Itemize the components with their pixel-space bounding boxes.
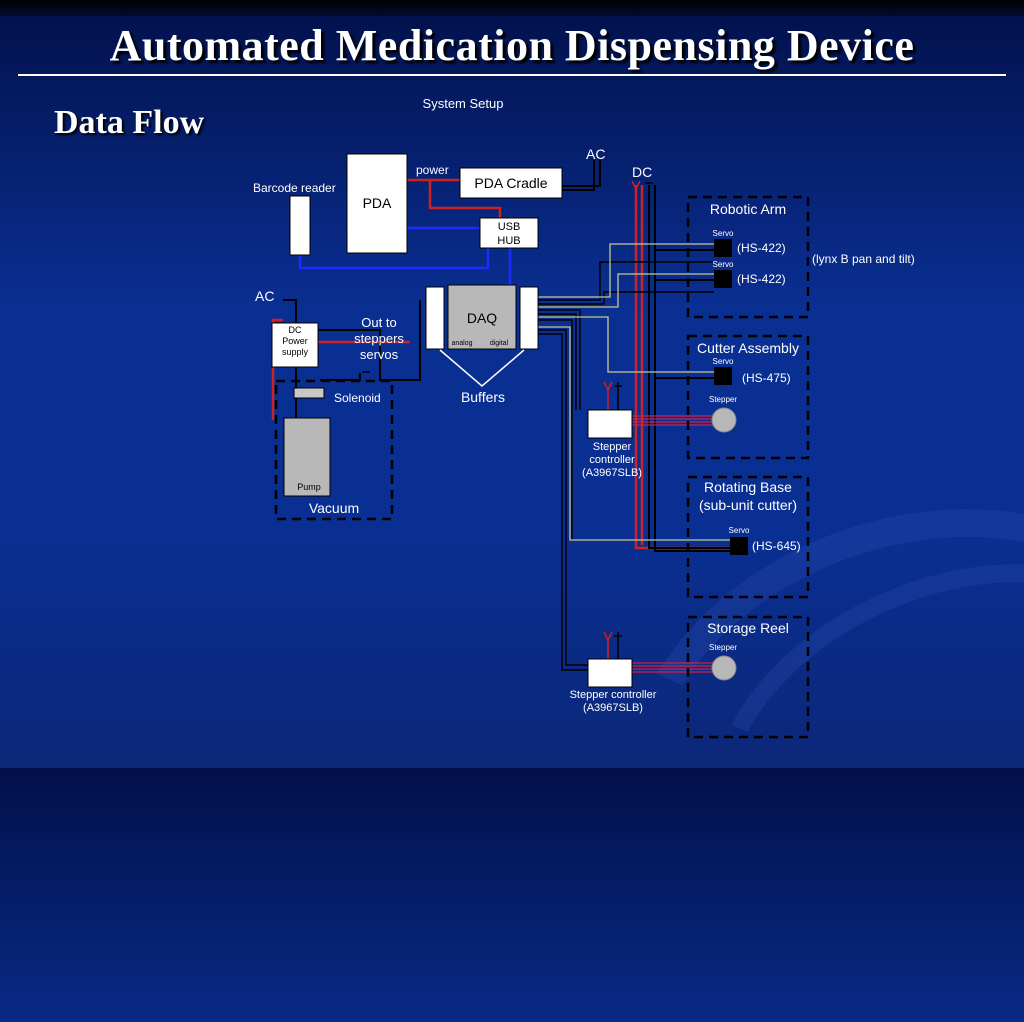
buffers-label: Buffers [461, 389, 505, 405]
robotic-arm-servo1-label: Servo [713, 229, 734, 238]
slide-title: Automated Medication Dispensing Device [109, 21, 915, 70]
robotic-arm-servo2-model: (HS-422) [737, 272, 786, 286]
controller-probes [603, 180, 641, 660]
cutter-servo [714, 367, 732, 385]
buffer-left [425, 286, 445, 350]
pda-label: PDA [363, 195, 392, 211]
rotating-base-servo [730, 537, 748, 555]
usb-hub-label-line2: HUB [497, 235, 520, 247]
daq-label: DAQ [467, 310, 497, 326]
title-divider [18, 74, 1006, 76]
cutter-assembly-title: Cutter Assembly [697, 340, 799, 356]
rotating-base-servo-model: (HS-645) [752, 539, 801, 553]
out-to-label-2: steppers [354, 331, 404, 346]
pda-cradle-label: PDA Cradle [474, 175, 547, 191]
daq-signal-wires [538, 243, 730, 541]
stepper-controller-1-label-1: Stepper [593, 441, 632, 453]
daq-digital-label: digital [490, 340, 509, 347]
ac-left-label: AC [255, 288, 274, 304]
power-label: power [416, 163, 449, 177]
cutter-servo-label: Servo [713, 357, 734, 366]
storage-reel-stepper [711, 655, 737, 681]
cutter-stepper-label: Stepper [709, 395, 737, 404]
dc-label: DC [632, 164, 652, 180]
data-flow-diagram: PDA Barcode reader PDA Cradle power USB … [253, 96, 915, 739]
black-control-wires [283, 160, 730, 552]
pda-device [346, 153, 408, 254]
pump-device [283, 417, 331, 497]
stepper-controller-2-label-2: (A3967SLB) [583, 702, 643, 714]
pump-label: Pump [297, 482, 321, 492]
out-to-label-1: Out to [361, 315, 396, 330]
barcode-reader-device [289, 195, 311, 256]
daq-digital-wires [538, 261, 714, 671]
dc-power-supply-label-1: DC [289, 325, 302, 335]
barcode-reader-label: Barcode reader [253, 181, 336, 195]
daq-analog-label: analog [451, 340, 472, 347]
pda-cradle-device [459, 167, 563, 199]
buffers-bracket [439, 349, 525, 387]
blue-data-wires [298, 226, 512, 285]
daq-device [447, 284, 517, 350]
rotating-base-title-1: Rotating Base [704, 479, 792, 495]
storage-reel-stepper-label: Stepper [709, 643, 737, 652]
storage-reel-title: Storage Reel [707, 620, 789, 636]
stepper-drive-wires [632, 415, 714, 673]
solenoid-device [293, 387, 325, 399]
solenoid-label: Solenoid [334, 391, 381, 405]
robotic-arm-servo1 [714, 239, 732, 257]
stepper-controller-1-label-3: (A3967SLB) [582, 467, 642, 479]
usb-hub-label-line1: USB [498, 221, 521, 233]
system-setup-label: System Setup [423, 96, 504, 111]
rotating-base-servo-label: Servo [729, 526, 750, 535]
group-boxes [274, 195, 810, 739]
robotic-arm-servo1-model: (HS-422) [737, 241, 786, 255]
dc-power-supply-device [271, 322, 319, 368]
dc-power-supply-label-3: supply [282, 347, 309, 357]
robotic-arm-note: (lynx B pan and tilt) [812, 252, 915, 266]
top-bar [0, 0, 1024, 16]
vacuum-label: Vacuum [309, 500, 359, 516]
robotic-arm-servo2 [714, 270, 732, 288]
ac-top-label: AC [586, 146, 605, 162]
cutter-stepper [711, 407, 737, 433]
usb-hub-device [479, 217, 539, 249]
buffer-right [519, 286, 539, 350]
stepper-controller-2-label-1: Stepper controller [570, 689, 657, 701]
robotic-arm-title: Robotic Arm [710, 201, 786, 217]
out-to-label-3: servos [360, 347, 399, 362]
controller-grounds [362, 182, 653, 660]
dc-power-supply-label-2: Power [282, 336, 308, 346]
cutter-servo-model: (HS-475) [742, 371, 791, 385]
stepper-controller-2 [587, 658, 633, 688]
robotic-arm-servo2-label: Servo [713, 260, 734, 269]
slide-subtitle: Data Flow [54, 104, 205, 141]
stepper-controller-1-label-2: controller [589, 454, 635, 466]
rotating-base-title-2: (sub-unit cutter) [699, 497, 797, 513]
stepper-controller-1 [587, 409, 633, 439]
